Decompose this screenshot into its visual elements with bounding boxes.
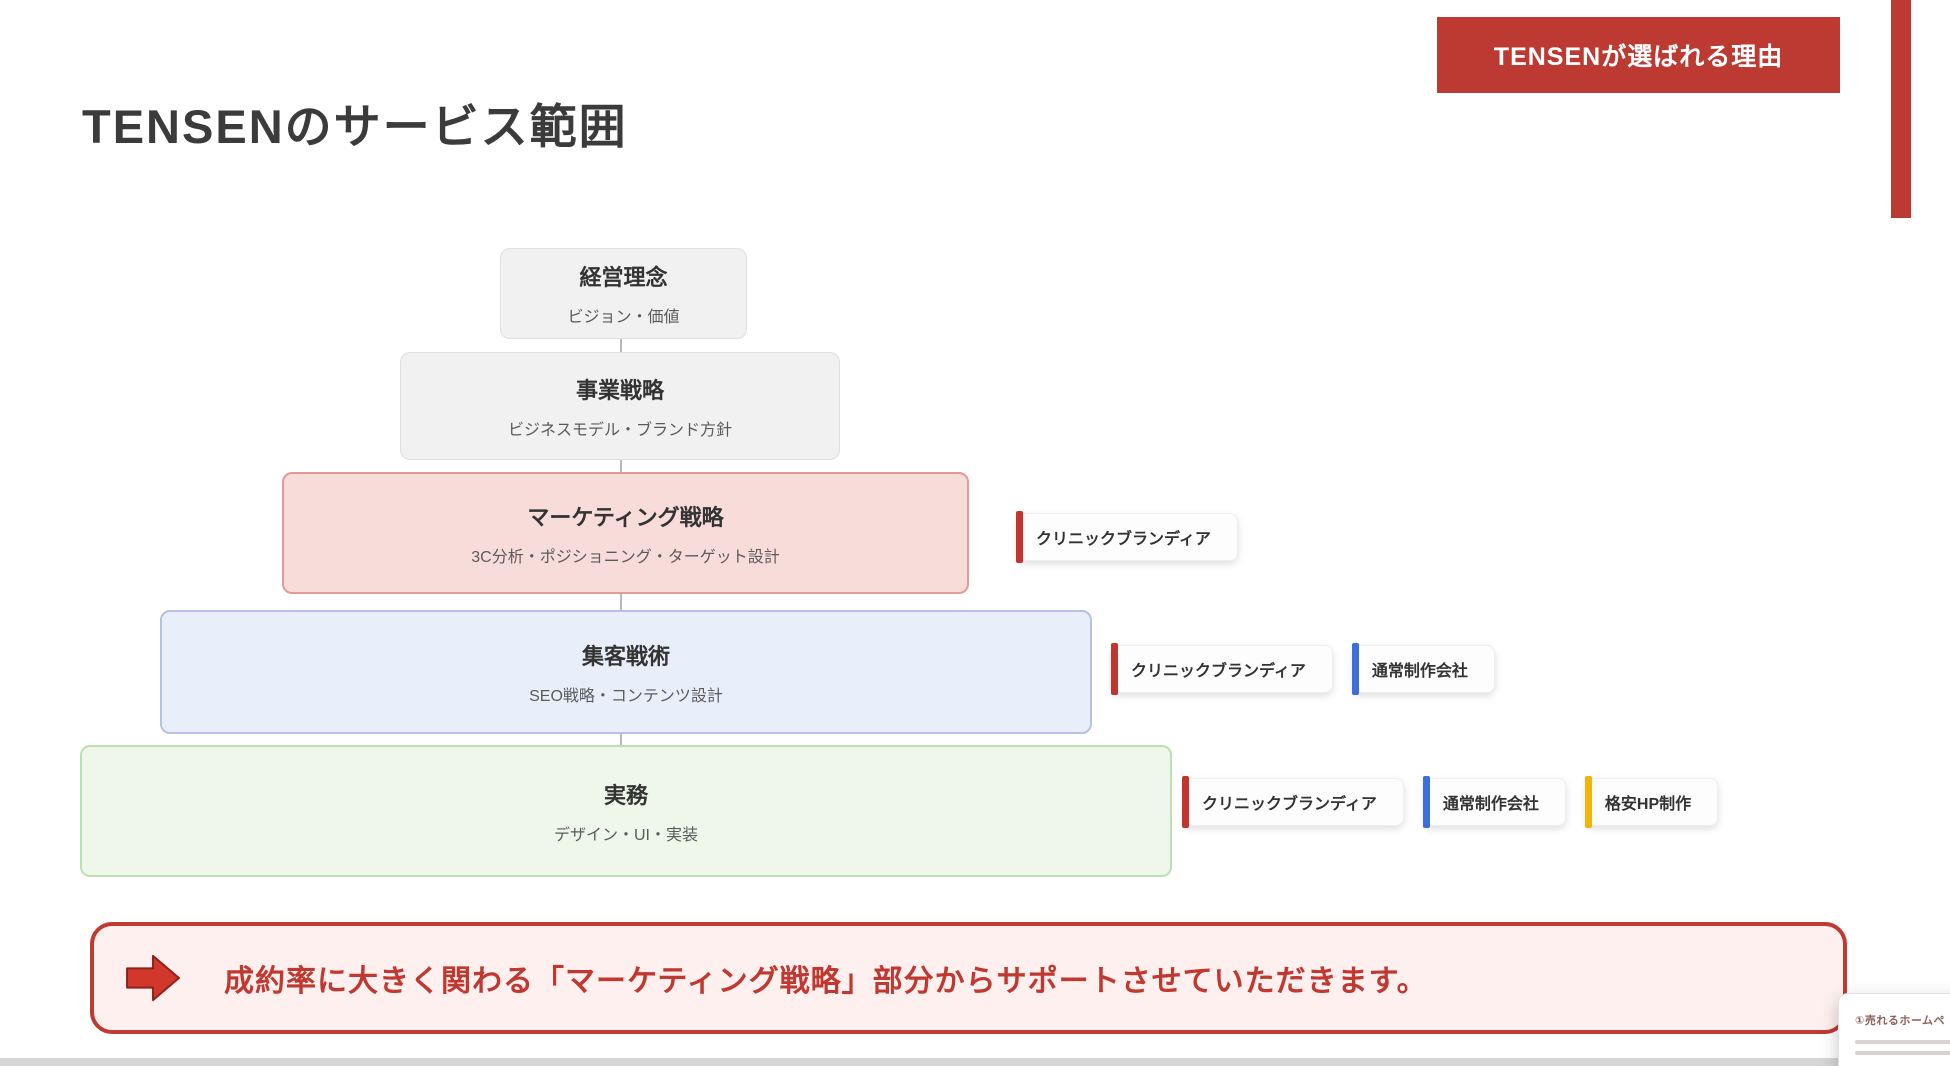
pyramid-level-practice: 実務 デザイン・UI・実装 (80, 745, 1172, 877)
preview-card-title: ①売れるホームペ (1855, 1015, 1945, 1027)
tag-cheap-hp: 格安HP制作 (1584, 776, 1719, 828)
preview-card-text-line (1855, 1040, 1950, 1044)
preview-card-text-line (1855, 1051, 1950, 1055)
level-subtitle: 3C分析・ポジショニング・ターゲット設計 (471, 548, 780, 566)
arrow-right-icon (126, 954, 180, 1002)
reason-banner: TENSENが選ばれる理由 (1437, 17, 1840, 93)
tag-row-practice: クリニックブランディア 通常制作会社 格安HP制作 (1182, 776, 1719, 828)
level-subtitle: SEO戦略・コンテンツ設計 (529, 687, 723, 705)
page-title: TENSENのサービス範囲 (82, 100, 628, 153)
tag-normal-agency: 通常制作会社 (1422, 776, 1566, 828)
tag-row-marketing: クリニックブランディア (1016, 511, 1238, 563)
level-subtitle: ビジネスモデル・ブランド方針 (507, 421, 732, 439)
level-title: 集客戦術 (581, 643, 670, 669)
tag-clinic-brandia: クリニックブランディア (1016, 511, 1238, 563)
red-accent-bar (1111, 643, 1118, 695)
red-accent-bar (1016, 511, 1023, 563)
level-subtitle: ビジョン・価値 (567, 309, 680, 326)
tag-normal-agency: 通常制作会社 (1351, 643, 1495, 695)
level-title: マーケティング戦略 (527, 504, 724, 530)
connector-line (620, 337, 622, 353)
tag-label: 通常制作会社 (1371, 663, 1468, 680)
level-subtitle: デザイン・UI・実装 (553, 826, 698, 844)
tag-label: クリニックブランディア (1131, 663, 1306, 680)
pyramid-level-business-strategy: 事業戦略 ビジネスモデル・ブランド方針 (400, 352, 840, 460)
tag-label: クリニックブランディア (1202, 796, 1377, 813)
pyramid-level-acquisition-tactics: 集客戦術 SEO戦略・コンテンツ設計 (160, 610, 1092, 734)
reason-banner-label: TENSENが選ばれる理由 (1493, 43, 1784, 71)
connector-line (620, 589, 622, 611)
tag-row-tactics: クリニックブランディア 通常制作会社 (1111, 643, 1495, 695)
support-callout: 成約率に大きく関わる「マーケティング戦略」部分からサポートさせていただきます。 (90, 922, 1847, 1034)
page-edge-accent (1891, 0, 1911, 218)
yellow-accent-bar (1584, 776, 1592, 828)
connector-line (620, 729, 622, 746)
pyramid-level-philosophy: 経営理念 ビジョン・価値 (500, 248, 747, 339)
support-callout-text: 成約率に大きく関わる「マーケティング戦略」部分からサポートさせていただきます。 (224, 965, 1428, 998)
level-title: 経営理念 (579, 265, 668, 290)
preview-card[interactable]: ①売れるホームペ (1838, 993, 1950, 1066)
level-title: 事業戦略 (575, 377, 664, 403)
tag-label: クリニックブランディア (1036, 531, 1211, 548)
tag-clinic-brandia: クリニックブランディア (1182, 776, 1404, 828)
blue-accent-bar (1422, 776, 1430, 828)
bottom-page-divider (0, 1058, 1950, 1066)
level-title: 実務 (603, 782, 648, 808)
connector-line (620, 457, 622, 473)
tag-clinic-brandia: クリニックブランディア (1111, 643, 1333, 695)
pyramid-level-marketing-strategy: マーケティング戦略 3C分析・ポジショニング・ターゲット設計 (282, 472, 969, 594)
tag-label: 格安HP制作 (1604, 796, 1692, 813)
blue-accent-bar (1351, 643, 1359, 695)
red-accent-bar (1182, 776, 1189, 828)
tag-label: 通常制作会社 (1442, 796, 1539, 813)
